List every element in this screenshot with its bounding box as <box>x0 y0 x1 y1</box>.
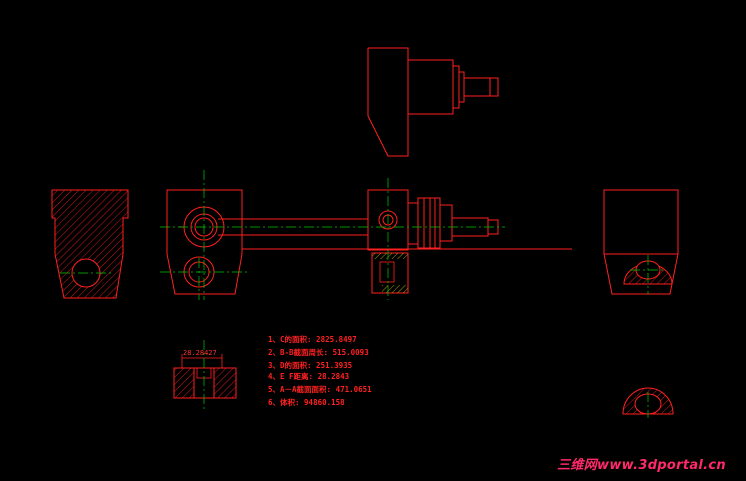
watermark: 三维网www.3dportal.cn <box>557 458 726 473</box>
notes: 1、C的面积: 2825.8497 2、B-B截面周长: 515.0093 3、… <box>268 334 372 407</box>
note-2: 2、B-B截面周长: 515.0093 <box>268 347 369 357</box>
side-view-assembly <box>367 189 499 251</box>
bottom-section-view: 28.28427 <box>173 349 237 399</box>
dimension-label: 28.28427 <box>183 349 217 357</box>
note-1: 1、C的面积: 2825.8497 <box>268 334 357 344</box>
top-view-part <box>367 47 499 157</box>
section-detail <box>371 252 409 294</box>
note-4: 4、E F距离: 28.2843 <box>268 371 350 381</box>
left-section-view <box>51 189 129 299</box>
note-3: 3、D的面积: 251.3935 <box>268 360 352 370</box>
centerlines <box>60 170 666 418</box>
right-section-view <box>603 189 679 295</box>
note-5: 5、A－A截面面积: 471.0651 <box>268 384 372 394</box>
shaft <box>218 218 572 250</box>
front-view-block <box>166 189 243 295</box>
note-6: 6、体积: 94860.158 <box>268 397 345 407</box>
